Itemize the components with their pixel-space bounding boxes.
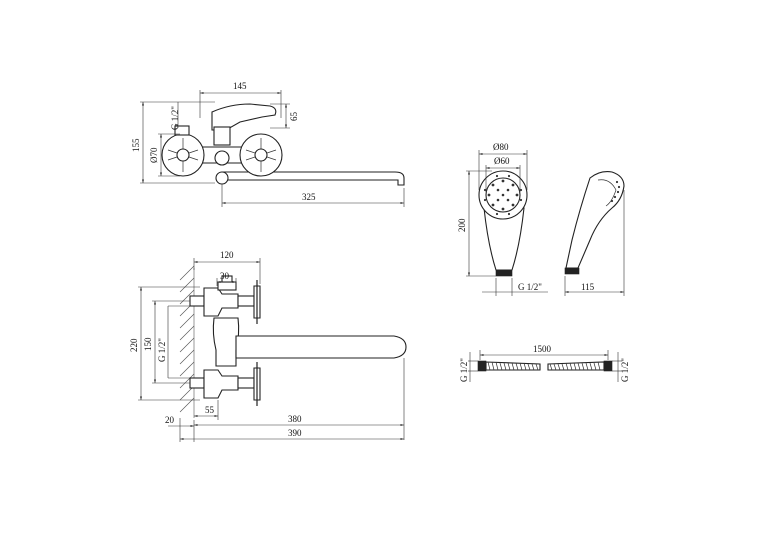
dim-g12-side: G 1/2" [157, 338, 167, 362]
dim-30: 30 [220, 271, 230, 281]
top-lever-stem [213, 126, 231, 146]
dim-150: 150 [143, 337, 153, 351]
shower-nozzles [483, 174, 523, 216]
top-lever [211, 103, 277, 131]
dim-20: 20 [165, 415, 175, 425]
dim-65: 65 [289, 112, 299, 122]
dim-g12-top: G 1/2" [170, 106, 180, 130]
shower-hose: 1500 G 1/2" G 1/2" [459, 344, 630, 382]
dim-120: 120 [220, 250, 234, 260]
shower-head-side: 115 [564, 171, 625, 296]
side-upper-valve [203, 287, 239, 317]
top-spout [221, 171, 405, 186]
shower-handle-side [565, 171, 625, 269]
dim-55: 55 [205, 405, 215, 415]
dim-d60: Ø60 [494, 156, 510, 166]
dim-g12-hose-left: G 1/2" [459, 358, 469, 382]
dim-380: 380 [288, 414, 302, 424]
dim-1500: 1500 [533, 344, 552, 354]
dim-325: 325 [302, 192, 316, 202]
dim-d70: Ø70 [149, 147, 159, 163]
dim-115: 115 [581, 282, 595, 292]
shower-side-nozzles [610, 180, 621, 203]
dim-155: 155 [131, 138, 141, 152]
dim-200: 200 [457, 218, 467, 232]
shower-head-front: Ø80 Ø60 200 G 1/2" [457, 142, 548, 296]
side-spout [235, 335, 407, 359]
wall-hatching [179, 265, 195, 418]
side-lower-valve [203, 369, 239, 399]
side-body [212, 317, 240, 367]
dim-390: 390 [288, 428, 302, 438]
faucet-side-view: 120 30 220 150 G 1/2" 55 20 380 [129, 250, 407, 442]
dim-g12-shower: G 1/2" [518, 282, 542, 292]
dim-g12-hose-right: G 1/2" [620, 358, 630, 382]
dim-220: 220 [129, 338, 139, 352]
top-center-diverter [214, 150, 230, 166]
dim-d80: Ø80 [493, 142, 509, 152]
dim-145: 145 [233, 81, 247, 91]
faucet-top-view: 145 65 155 Ø70 G 1/2" 325 [131, 81, 405, 207]
